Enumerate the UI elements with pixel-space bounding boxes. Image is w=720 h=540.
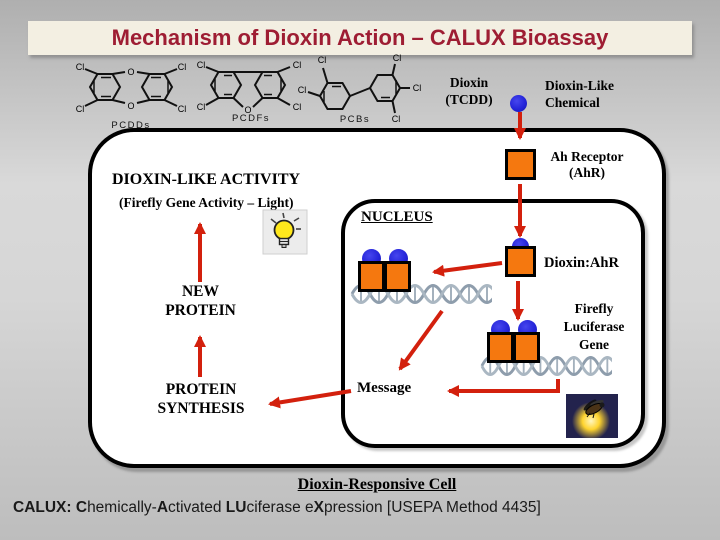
cell-caption: Dioxin-Responsive Cell xyxy=(297,476,457,493)
title-banner: Mechanism of Dioxin Action – CALUX Bioas… xyxy=(28,21,692,55)
dioxin-ahr-box xyxy=(505,246,536,277)
cl-atom-label: Cl xyxy=(293,60,302,70)
cl-atom-label: Cl xyxy=(298,85,307,95)
dioxin-like-chemical-label: Dioxin-Like Chemical xyxy=(545,78,615,110)
cl-atom-label: Cl xyxy=(318,55,327,65)
o-atom-label: O xyxy=(244,105,251,115)
pcbs-label: PCBs xyxy=(339,114,371,125)
pcb-structure-icon: Cl Cl Cl Cl Cl xyxy=(298,53,422,124)
pcdds-label: PCDDs xyxy=(111,120,151,131)
dioxin-like-activity-title: DIOXIN-LIKE ACTIVITY xyxy=(112,171,301,188)
cl-atom-label: Cl xyxy=(178,104,187,114)
nucleus-label: NUCLEUS xyxy=(361,209,433,225)
cl-atom-label: Cl xyxy=(392,114,401,124)
cl-atom-label: Cl xyxy=(293,102,302,112)
page-title: Mechanism of Dioxin Action – CALUX Bioas… xyxy=(111,25,609,50)
firefly-gene-activity-subtitle: (Firefly Gene Activity – Light) xyxy=(119,195,294,210)
dioxin-ahr-on-dna-box xyxy=(358,261,385,292)
dioxin-ahr-on-gene-box xyxy=(487,332,514,363)
firefly-luciferase-gene-label: Firefly Luciferase Gene xyxy=(563,301,625,353)
cl-atom-label: Cl xyxy=(413,83,422,93)
cl-atom-label: Cl xyxy=(178,62,187,72)
cl-atom-label: Cl xyxy=(197,102,206,112)
dioxin-dot-icon xyxy=(510,95,527,112)
dioxin-ahr-on-dna-box xyxy=(384,261,411,292)
pcdd-structure-icon: O O Cl Cl Cl Cl xyxy=(76,62,187,114)
pcdfs-label: PCDFs xyxy=(231,113,271,124)
dioxin-ahr-on-gene-box xyxy=(513,332,540,363)
dioxin-tcdd-label: Dioxin (TCDD) xyxy=(445,75,493,107)
cl-atom-label: Cl xyxy=(76,104,85,114)
message-label: Message xyxy=(357,380,412,396)
cl-atom-label: Cl xyxy=(76,62,85,72)
firefly-image xyxy=(566,394,618,438)
new-protein-label: NEW PROTEIN xyxy=(165,283,236,319)
o-atom-label: O xyxy=(127,101,134,111)
dioxin-ahr-label: Dioxin:AhR xyxy=(544,255,619,271)
pcdf-structure-icon: O Cl Cl Cl Cl xyxy=(197,60,302,115)
calux-definition: CALUX: Chemically-Activated LUciferase e… xyxy=(13,499,541,516)
cl-atom-label: Cl xyxy=(197,60,206,70)
protein-synthesis-label: PROTEIN SYNTHESIS xyxy=(157,381,245,417)
lightbulb-icon xyxy=(262,209,308,255)
ah-receptor-box xyxy=(505,149,536,180)
cl-atom-label: Cl xyxy=(393,53,402,63)
ah-receptor-label: Ah Receptor (AhR) xyxy=(550,149,624,181)
o-atom-label: O xyxy=(127,67,134,77)
